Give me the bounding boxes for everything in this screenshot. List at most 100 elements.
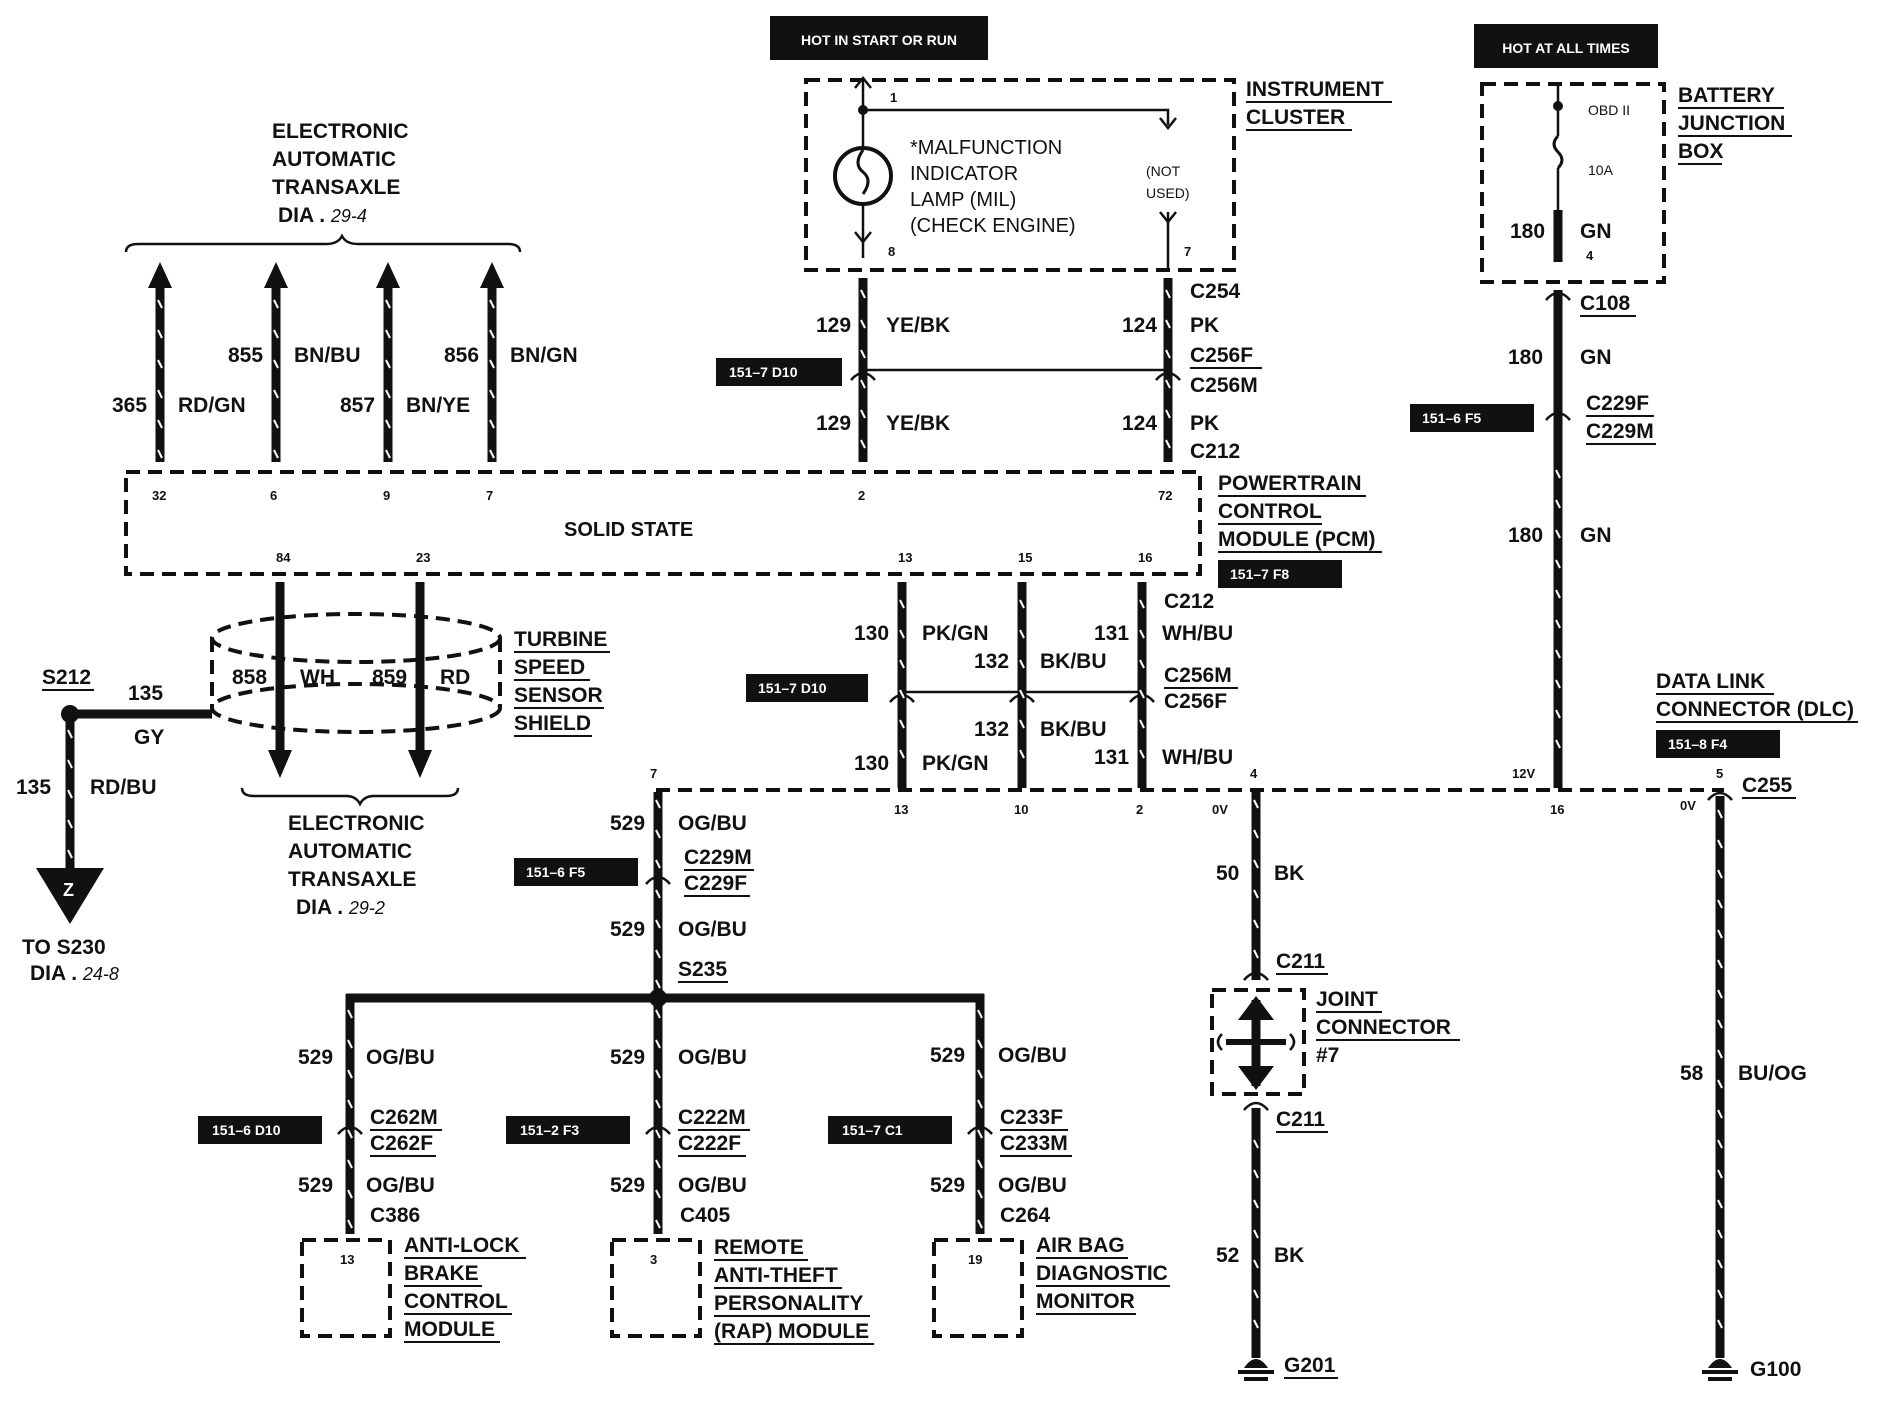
tracer-tick <box>977 1189 983 1199</box>
svg-text:151–7 D10: 151–7 D10 <box>729 364 798 380</box>
svg-text:HOT AT ALL TIMES: HOT AT ALL TIMES <box>1502 40 1630 56</box>
tracer-tick <box>1019 629 1025 639</box>
svg-text:C256F: C256F <box>1190 344 1253 367</box>
tracer-tick <box>347 1099 353 1109</box>
tracer-tick <box>157 389 163 399</box>
tracer-tick <box>1139 719 1145 729</box>
tracer-tick <box>1717 1049 1723 1059</box>
tracer-tick <box>860 379 866 389</box>
svg-text:529: 529 <box>298 1046 333 1069</box>
tracer-tick <box>273 329 279 339</box>
tracer-tick <box>1717 1289 1723 1299</box>
svg-text:WH/BU: WH/BU <box>1162 622 1233 645</box>
svg-text:BN/BU: BN/BU <box>294 344 361 367</box>
mil-lamp-icon <box>833 146 893 206</box>
ref-tag-cluster <box>716 358 842 386</box>
svg-text:SPEED: SPEED <box>514 656 585 679</box>
tracer-tick <box>860 319 866 329</box>
svg-text:C262M: C262M <box>370 1106 438 1129</box>
tracer-tick <box>1555 499 1561 509</box>
svg-text:4: 4 <box>1250 766 1258 781</box>
svg-text:ANTI-THEFT: ANTI-THEFT <box>714 1264 838 1287</box>
svg-text:MODULE: MODULE <box>404 1318 495 1341</box>
module-rap: 529 OG/BU C222M C222F 529 OG/BU C405 151… <box>506 998 874 1345</box>
svg-text:OG/BU: OG/BU <box>998 1174 1067 1197</box>
tracer-tick <box>899 719 905 729</box>
eat-wire-855: 855 BN/BU 6 <box>228 262 361 503</box>
svg-text:BK/BU: BK/BU <box>1040 650 1107 673</box>
svg-text:C264: C264 <box>1000 1204 1051 1227</box>
svg-text:USED): USED) <box>1146 185 1190 201</box>
tracer-tick <box>860 349 866 359</box>
svg-text:POWERTRAIN: POWERTRAIN <box>1218 472 1362 495</box>
svg-text:856: 856 <box>444 344 479 367</box>
svg-text:BK: BK <box>1274 862 1304 885</box>
svg-text:C233F: C233F <box>1000 1106 1063 1129</box>
svg-text:C405: C405 <box>680 1204 731 1227</box>
tracer-tick <box>1253 919 1259 929</box>
svg-text:CONNECTOR (DLC): CONNECTOR (DLC) <box>1656 698 1854 721</box>
tracer-tick <box>655 1129 661 1139</box>
svg-text:135: 135 <box>128 682 163 705</box>
tracer-tick <box>655 1219 661 1229</box>
svg-text:RD/BU: RD/BU <box>90 776 157 799</box>
svg-text:12V: 12V <box>1512 766 1535 781</box>
tracer-tick <box>385 389 391 399</box>
tracer-tick <box>655 1189 661 1199</box>
tracer-tick <box>347 1129 353 1139</box>
svg-text:3: 3 <box>650 1252 657 1267</box>
svg-text:OBD II: OBD II <box>1588 102 1630 118</box>
tracer-tick <box>273 389 279 399</box>
tracer-tick <box>860 439 866 449</box>
svg-text:TO S230: TO S230 <box>22 936 106 959</box>
tracer-tick <box>1253 829 1259 839</box>
turbine-speed-sensor-shield: 858 WH 859 RD TURBINE SPEED SENSOR SHIEL… <box>210 582 610 807</box>
tracer-tick <box>655 1099 661 1109</box>
svg-text:135: 135 <box>16 776 51 799</box>
svg-text:C233M: C233M <box>1000 1132 1068 1155</box>
tracer-tick <box>1253 1229 1259 1239</box>
svg-text:C254: C254 <box>1190 280 1241 303</box>
svg-text:151–7 C1: 151–7 C1 <box>842 1122 903 1138</box>
tracer-tick <box>67 729 73 739</box>
tracer-tick <box>1139 749 1145 759</box>
tracer-tick <box>1019 599 1025 609</box>
svg-text:(CHECK ENGINE): (CHECK ENGINE) <box>910 215 1076 237</box>
svg-text:151–7 D10: 151–7 D10 <box>758 680 827 696</box>
tracer-tick <box>1717 809 1723 819</box>
s212-drain: S212 Z 135 GY 135 RD/BU TO S230 DIA . 24… <box>16 666 212 985</box>
svg-text:6: 6 <box>270 488 277 503</box>
svg-text:MONITOR: MONITOR <box>1036 1290 1135 1313</box>
fuse-icon <box>1552 134 1564 170</box>
ref-tag-dlc <box>1656 730 1780 758</box>
tracer-tick <box>1253 1139 1259 1149</box>
svg-text:BK/BU: BK/BU <box>1040 718 1107 741</box>
tracer-tick <box>1253 859 1259 869</box>
svg-text:84: 84 <box>276 550 291 565</box>
svg-text:131: 131 <box>1094 746 1129 769</box>
svg-text:BK: BK <box>1274 1244 1304 1267</box>
tracer-tick <box>899 599 905 609</box>
svg-text:C229F: C229F <box>1586 392 1649 415</box>
scp-branch: 529 OG/BU C229M C229F 529 OG/BU S235 151… <box>346 792 984 1007</box>
svg-text:855: 855 <box>228 344 263 367</box>
tracer-tick <box>1555 559 1561 569</box>
tracer-tick <box>977 1009 983 1019</box>
tracer-tick <box>1253 949 1259 959</box>
ground-g100-path: 58 BU/OG G100 <box>1680 791 1807 1381</box>
svg-text:C222M: C222M <box>678 1106 746 1129</box>
svg-text:C386: C386 <box>370 1204 420 1227</box>
svg-text:0V: 0V <box>1212 802 1228 817</box>
svg-text:PK/GN: PK/GN <box>922 752 989 775</box>
svg-text:TRANSAXLE: TRANSAXLE <box>272 176 400 199</box>
svg-text:180: 180 <box>1508 346 1543 369</box>
svg-text:JOINT: JOINT <box>1316 988 1378 1011</box>
svg-text:529: 529 <box>610 1046 645 1069</box>
svg-text:130: 130 <box>854 622 889 645</box>
ground-z-icon <box>36 868 104 924</box>
svg-text:58: 58 <box>1680 1062 1704 1085</box>
ref-tag-pcm <box>1218 560 1342 588</box>
tracer-tick <box>67 759 73 769</box>
svg-text:OG/BU: OG/BU <box>366 1174 435 1197</box>
svg-text:BN/YE: BN/YE <box>406 394 470 417</box>
